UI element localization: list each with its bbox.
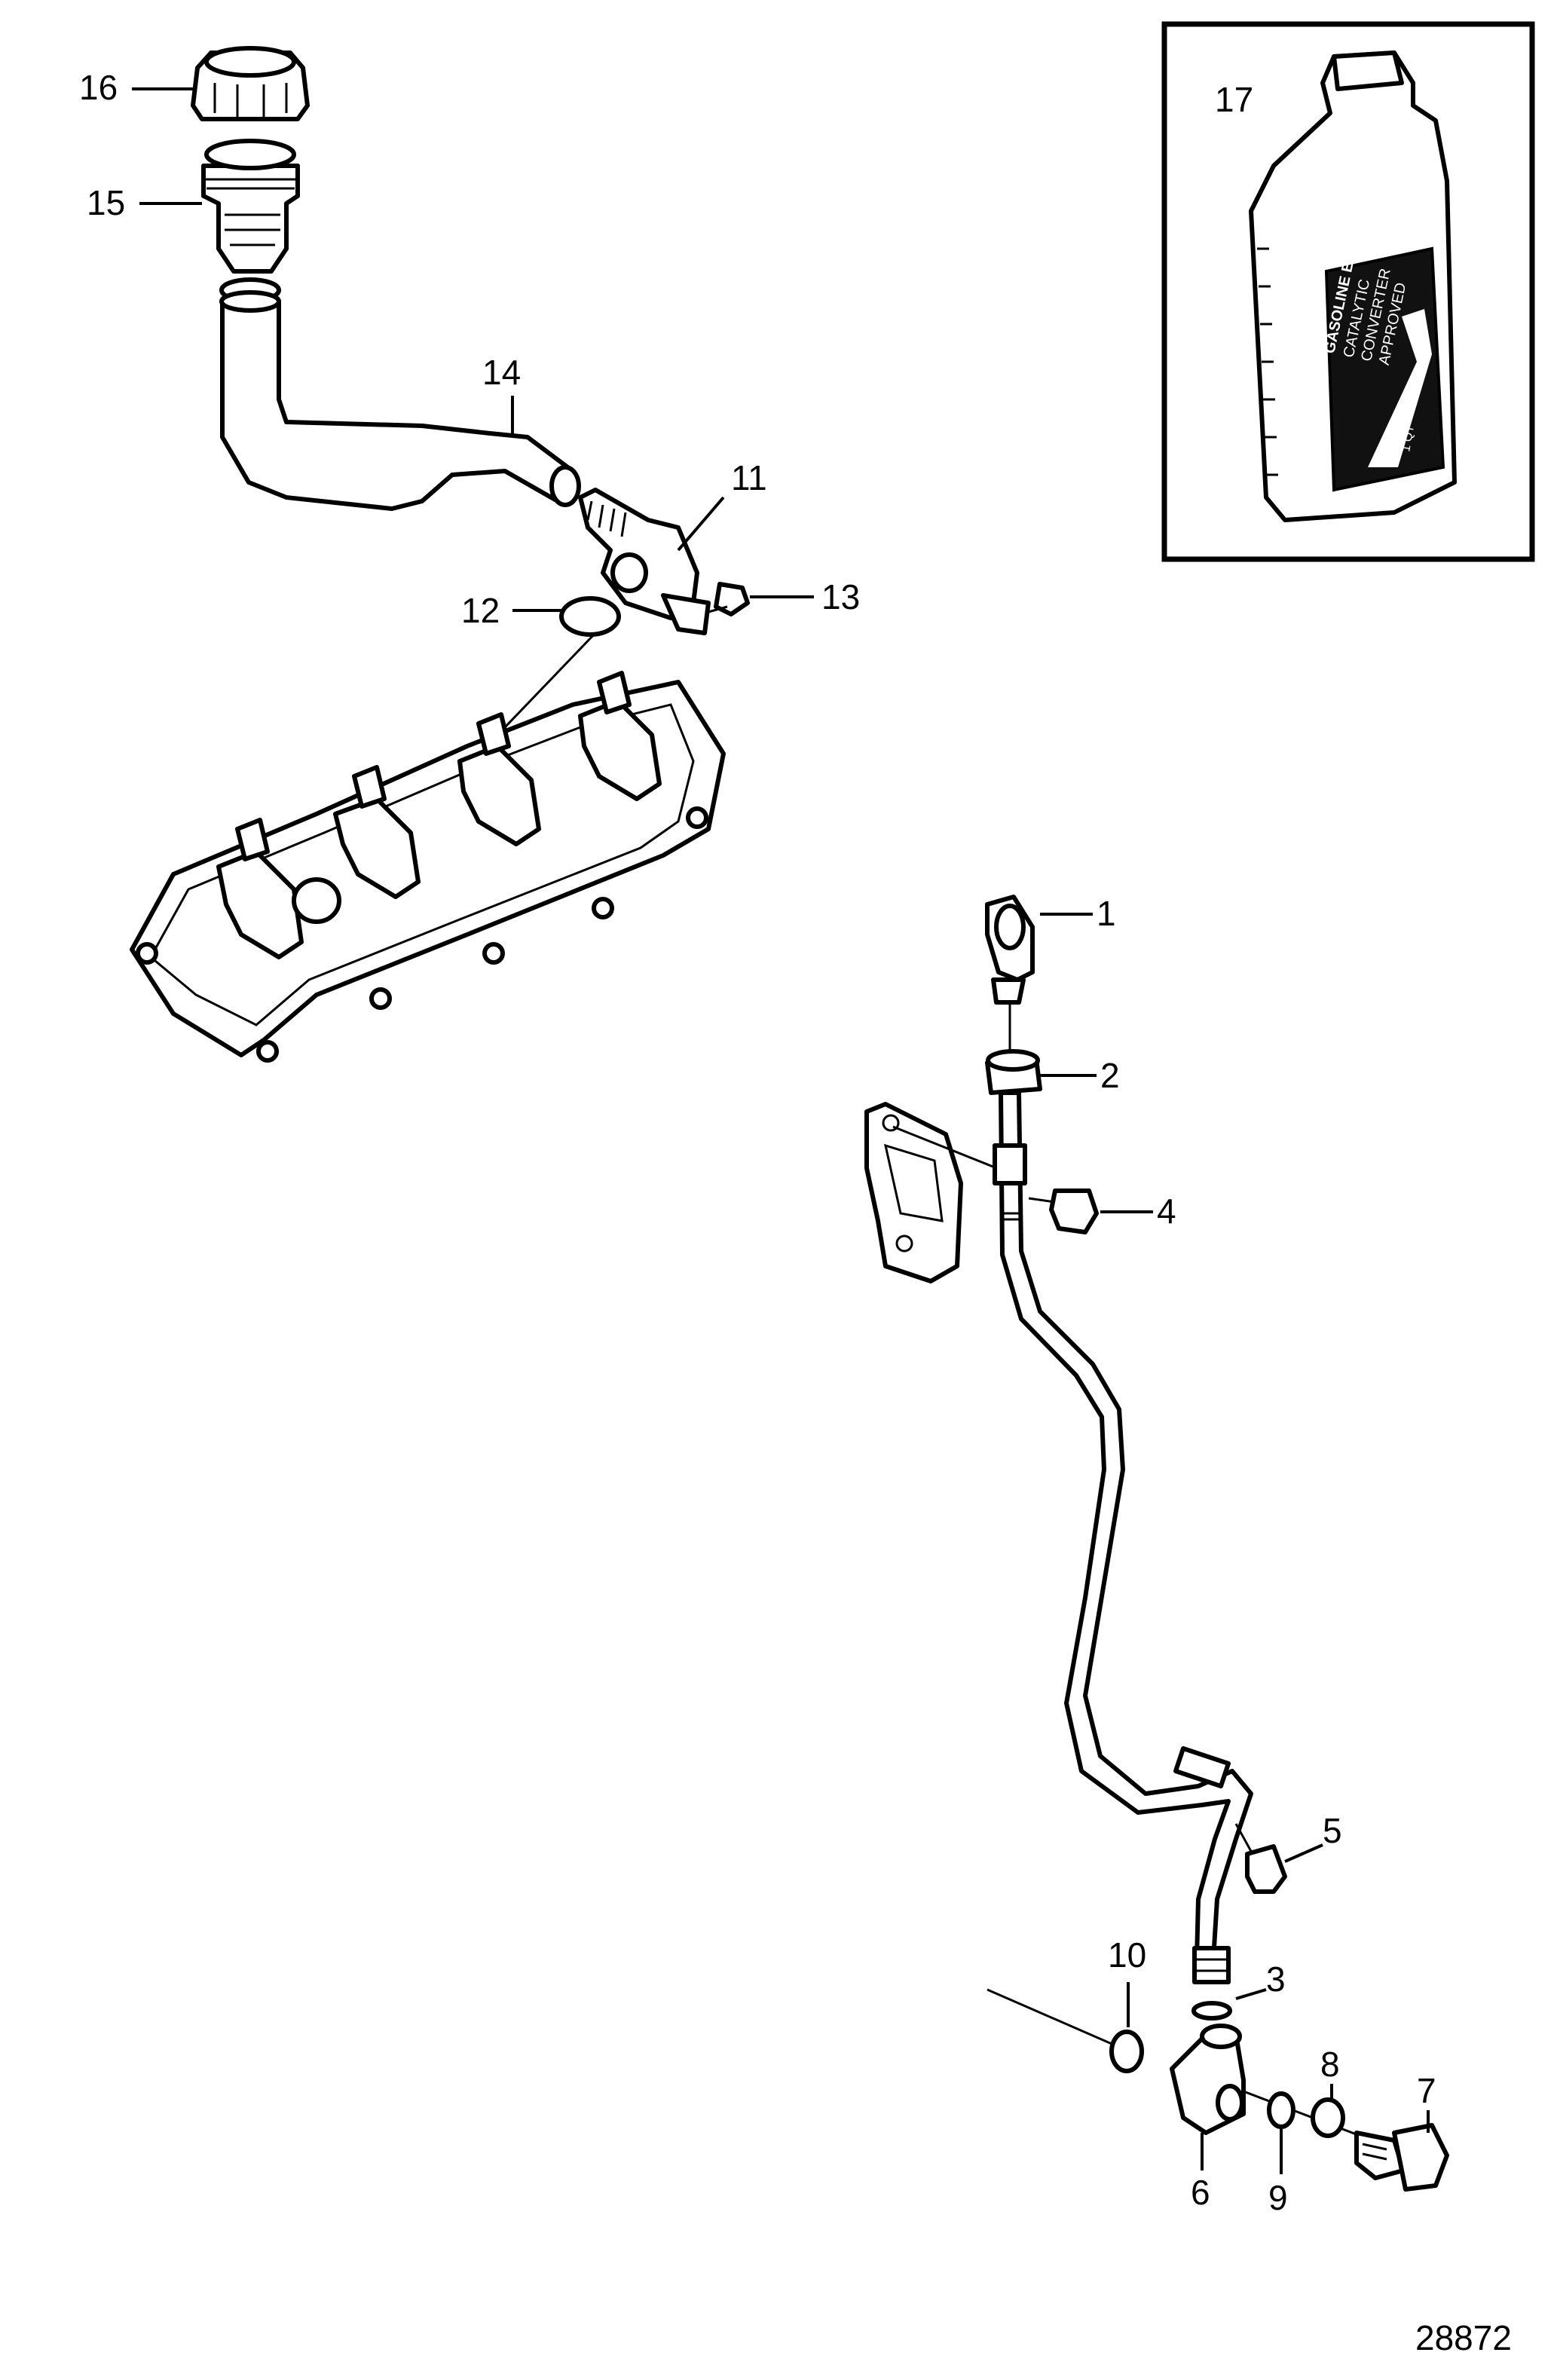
callout-12: 12 — [461, 591, 500, 630]
breather-hose — [219, 290, 581, 511]
mounting-bracket — [864, 1102, 963, 1283]
washer-8 — [1311, 2097, 1345, 2138]
dipstick-seal — [985, 1049, 1042, 1095]
brand-stripe-icon — [1368, 309, 1432, 467]
oil-bottle-icon: GASOLINE ENGINE OIL CATALYTIC CONVERTER … — [1249, 50, 1457, 522]
screw-13 — [708, 582, 750, 616]
callout-2: 2 — [1100, 1056, 1120, 1095]
banjo-bolt-7 — [1354, 2123, 1449, 2192]
callout-17: 17 — [1215, 80, 1253, 119]
leader-3 — [1235, 1988, 1267, 2000]
valve-cover — [130, 671, 726, 1063]
callout-1: 1 — [1097, 894, 1116, 933]
washer-10 — [1109, 2030, 1144, 2073]
callout-5: 5 — [1323, 1811, 1342, 1850]
filler-cap — [191, 46, 310, 121]
washer-9 — [1267, 2091, 1295, 2129]
bottle-volume: 1 QT — [1399, 424, 1417, 452]
callout-7: 7 — [1417, 2071, 1436, 2110]
callout-16: 16 — [79, 68, 118, 107]
seal-ring-3 — [1191, 2001, 1232, 2021]
dipstick-handle — [985, 895, 1035, 1005]
banjo-fitting-6 — [1170, 2024, 1246, 2135]
bolt-4 — [1028, 1188, 1099, 1234]
tube-fitting — [1192, 1946, 1231, 1984]
dipstick-tube — [993, 1091, 1253, 1962]
callout-11: 11 — [731, 458, 767, 497]
figure-number: 28872 — [1415, 2318, 1512, 2357]
callout-3: 3 — [1266, 1959, 1286, 1999]
oil-bottle-inset: GASOLINE ENGINE OIL CATALYTIC CONVERTER … — [1161, 21, 1535, 562]
callout-9: 9 — [1268, 2178, 1288, 2217]
callout-6: 6 — [1191, 2173, 1210, 2212]
callout-8: 8 — [1320, 2045, 1340, 2084]
leader-11 — [677, 496, 725, 552]
callout-4: 4 — [1157, 1192, 1176, 1231]
banjo-axis-left — [987, 1988, 1135, 2055]
callout-15: 15 — [87, 183, 125, 222]
callout-13: 13 — [821, 577, 860, 616]
filler-neck — [201, 139, 300, 303]
bottle-label-panel — [1324, 246, 1445, 492]
callout-10: 10 — [1108, 1935, 1146, 1975]
bolt-5 — [1234, 1823, 1287, 1894]
callout-14: 14 — [482, 353, 521, 392]
leader-5 — [1284, 1843, 1323, 1863]
bolt-axis-line — [892, 1125, 1007, 1173]
crankcase-vent-elbow — [578, 488, 711, 635]
o-ring-seal — [559, 596, 621, 637]
